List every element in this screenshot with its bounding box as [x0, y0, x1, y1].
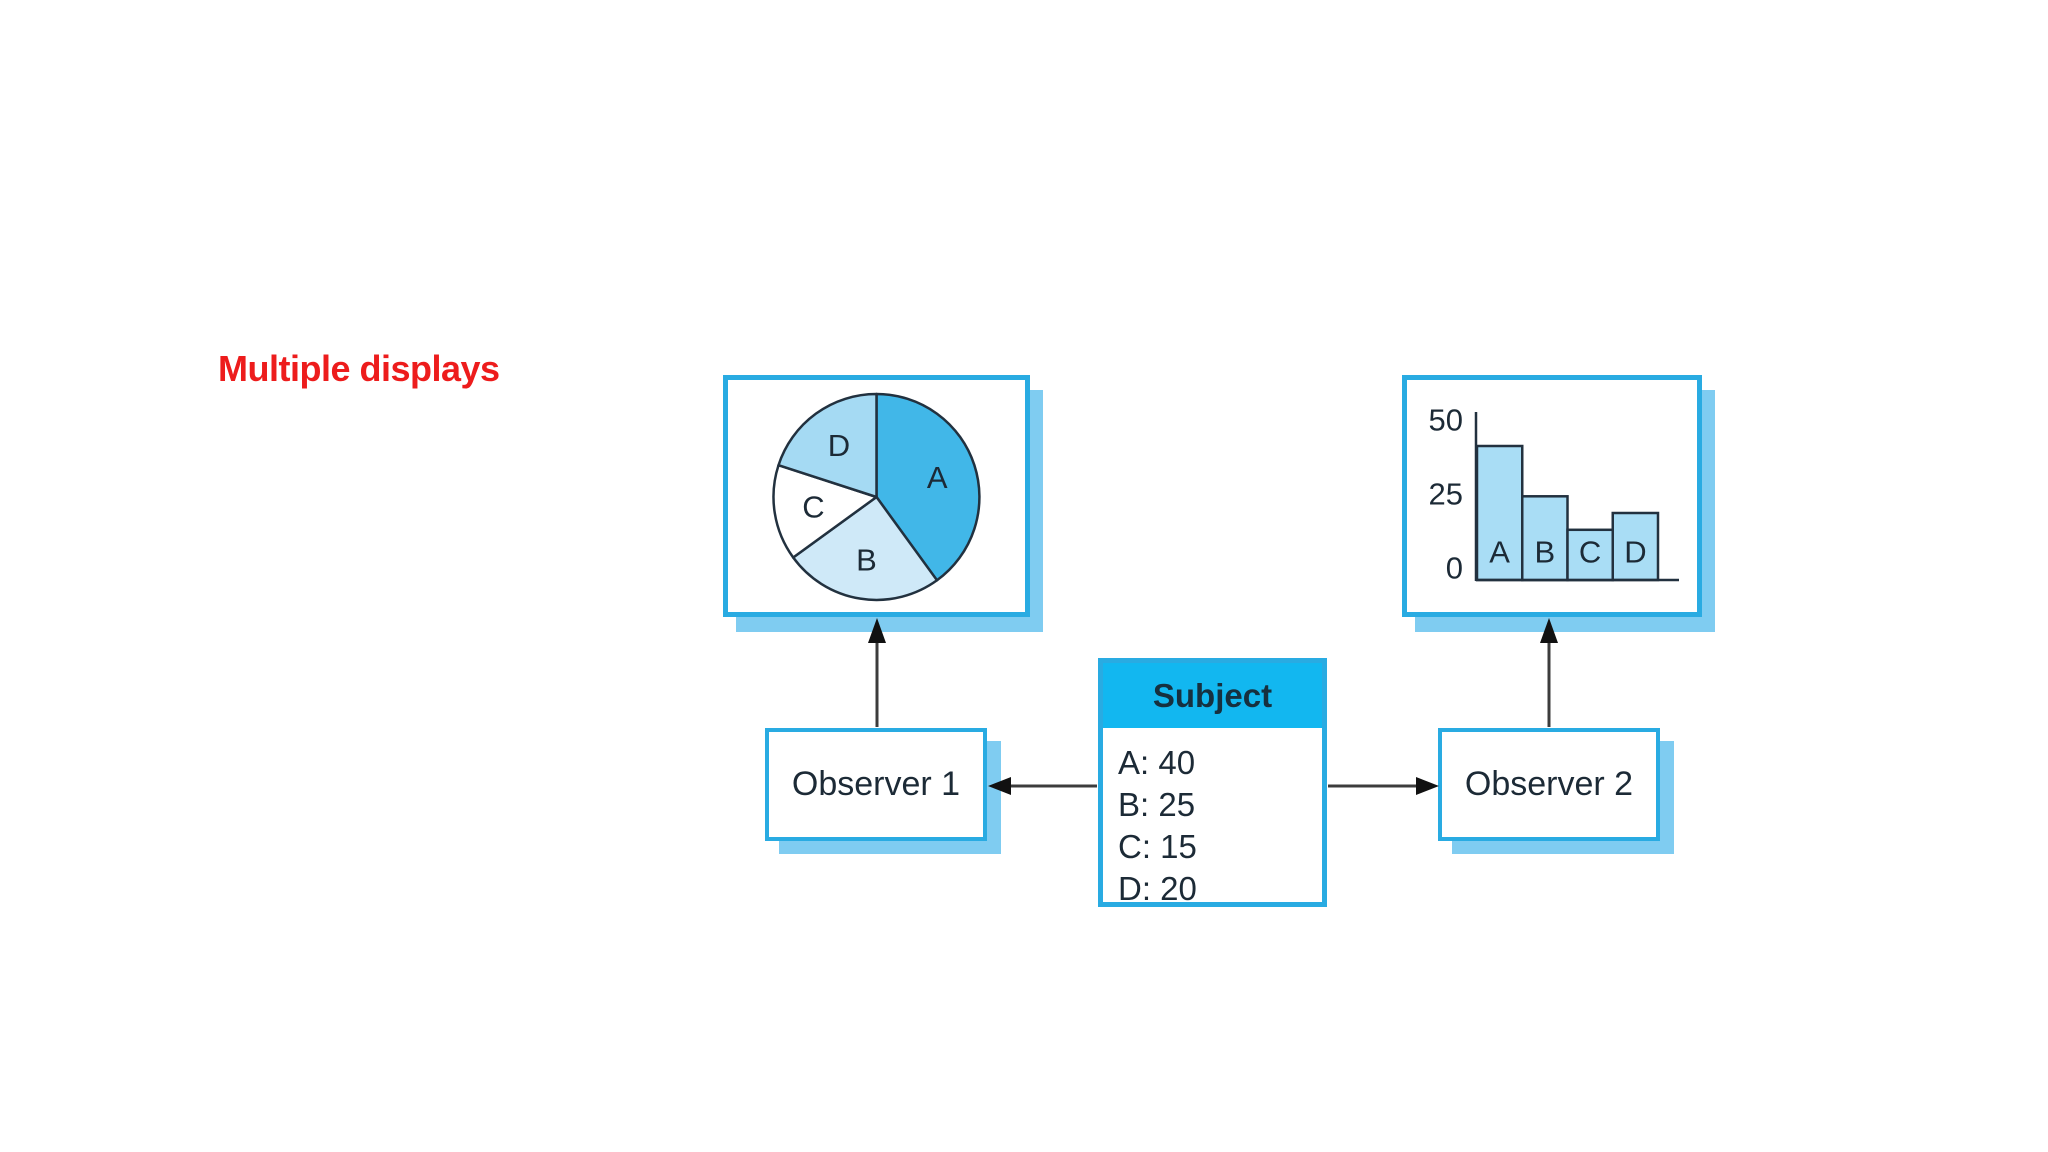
bar-label-A: A	[1489, 535, 1510, 570]
subject-title: Subject	[1103, 663, 1322, 728]
pie-slice-A	[875, 392, 981, 582]
pie-slice-C	[772, 463, 878, 559]
observer-2-box: Observer 2	[1438, 728, 1660, 841]
subject-box: Subject A: 40 B: 25 C: 15 D: 20	[1098, 658, 1327, 907]
subject-data-item: C: 15	[1118, 828, 1197, 865]
page-title: Multiple displays	[218, 348, 500, 389]
observer-1-label: Observer 1	[791, 765, 961, 803]
subject-data-item: D: 20	[1118, 870, 1197, 907]
pie-slice-label-A: A	[927, 460, 948, 495]
bar-ytick-label: 50	[1429, 403, 1463, 438]
arrow-observer2-to-bar	[1540, 618, 1558, 727]
subject-data-item: A: 40	[1118, 744, 1196, 781]
subject-data-list: A: 40 B: 25 C: 15 D: 20	[1103, 728, 1322, 910]
bar-ytick-label: 25	[1429, 477, 1463, 512]
pie-slice-label-B: B	[856, 543, 877, 578]
observer-1-box: Observer 1	[765, 728, 987, 841]
pie-slice-D	[777, 392, 878, 499]
bar-D	[1611, 511, 1660, 582]
arrow-subject-to-observer1	[988, 777, 1097, 795]
arrow-observer1-to-pie	[868, 618, 886, 727]
bar-ytick-label: 0	[1446, 551, 1463, 586]
bar-label-C: C	[1579, 535, 1601, 570]
observer-2-label: Observer 2	[1464, 765, 1634, 803]
pie-slice-B	[791, 495, 939, 602]
pie-slice-label-D: D	[828, 428, 850, 463]
pie-chart: A BCD	[772, 392, 981, 602]
bar-label-B: B	[1535, 535, 1556, 570]
subject-data-item: B: 25	[1118, 786, 1196, 823]
pie-slice-label-C: C	[802, 490, 824, 525]
arrow-subject-to-observer2	[1328, 777, 1439, 795]
bar-label-D: D	[1624, 535, 1646, 570]
